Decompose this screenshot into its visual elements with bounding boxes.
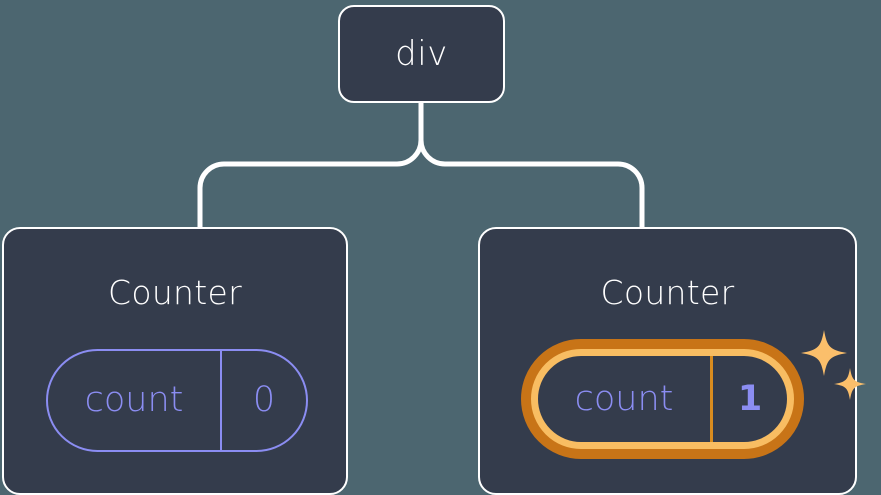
state-pill-count[interactable]: count 0 <box>46 349 308 452</box>
connector-branches <box>197 137 645 230</box>
counter-title: Counter <box>108 273 242 312</box>
state-value-label: 0 <box>252 380 276 420</box>
node-div[interactable]: div <box>338 5 505 103</box>
sparkle-large-icon <box>801 330 847 376</box>
sparkle-group <box>801 330 866 400</box>
node-counter-left[interactable]: Counter count 0 <box>2 227 348 495</box>
counter-title: Counter <box>600 273 735 312</box>
state-pill-inner: count 1 <box>531 349 794 449</box>
state-pill-count-highlighted[interactable]: count 1 <box>521 339 804 459</box>
node-counter-right[interactable]: Counter count 1 <box>478 227 866 495</box>
state-key-label: count <box>538 356 713 442</box>
node-div-label: div <box>395 34 448 74</box>
state-key-label: count <box>48 351 222 450</box>
sparkle-small-icon <box>834 368 866 400</box>
state-value-label: 1 <box>737 378 763 419</box>
